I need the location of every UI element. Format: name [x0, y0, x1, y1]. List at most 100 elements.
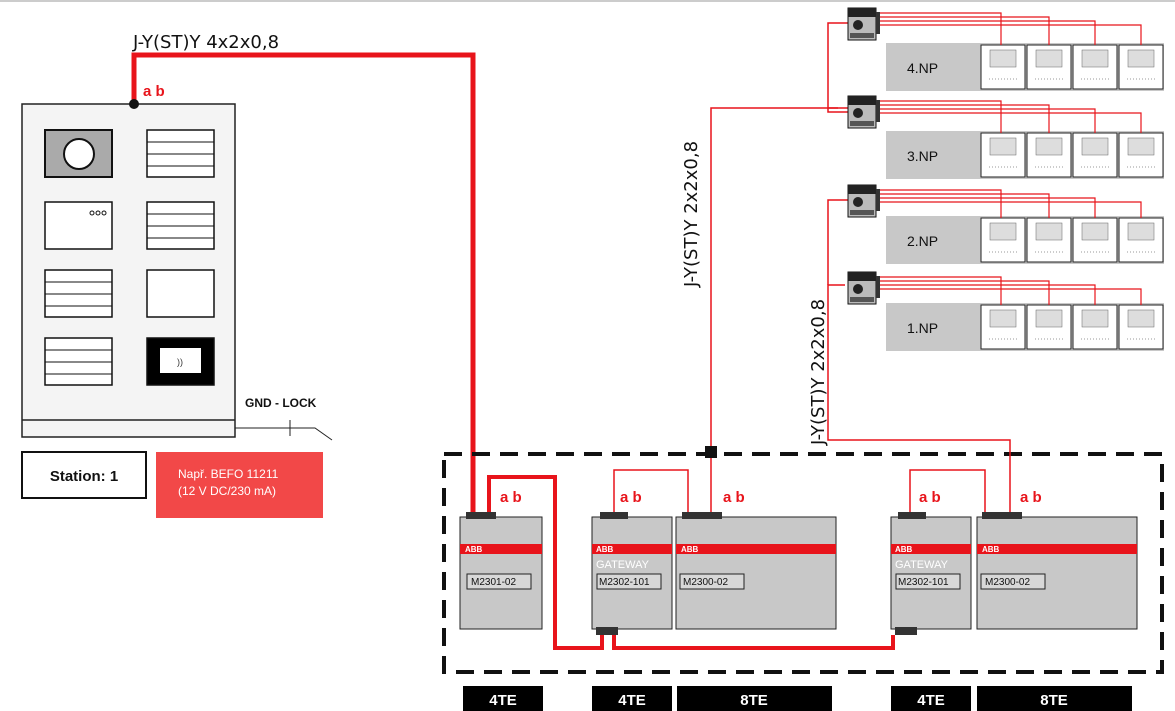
cable-label-riser-right: J-Y(ST)Y 2x2x0,8 — [808, 299, 829, 446]
monitor-wire — [876, 16, 1050, 45]
indoor-monitor — [1118, 304, 1164, 350]
monitor-wire — [876, 284, 1096, 305]
indoor-monitor — [980, 217, 1026, 263]
floor-label: 1.NP — [907, 320, 938, 336]
floor-distributor — [847, 271, 880, 305]
monitor-wire — [876, 12, 1002, 45]
psu-module-2: ABB M2300-02 — [976, 512, 1138, 630]
indoor-monitor — [980, 304, 1026, 350]
lock-label: GND - LOCK — [245, 396, 317, 410]
indoor-monitor — [1072, 304, 1118, 350]
button-module — [44, 337, 113, 386]
terminal-label: a b — [620, 489, 642, 506]
power-module: ABB M2301-02 — [459, 512, 543, 630]
station-box — [21, 451, 147, 499]
svg-text:M2300-02: M2300-02 — [985, 577, 1030, 588]
lock-wire — [235, 420, 333, 441]
monitor-wire — [876, 189, 1002, 218]
button-module — [146, 201, 215, 250]
terminal-label: a b — [500, 489, 522, 506]
monitor-wire — [876, 112, 1142, 133]
gateway-module-2: ABB GATEWAY M2302-101 — [890, 512, 972, 635]
terminal-label: a b — [143, 83, 165, 100]
svg-text:ABB: ABB — [895, 545, 913, 554]
svg-text:ABB: ABB — [596, 545, 614, 554]
floor-1: 4.NP — [847, 7, 1164, 91]
indoor-monitor — [1026, 217, 1072, 263]
floor-label: 2.NP — [907, 233, 938, 249]
riser-link — [827, 199, 848, 285]
monitor-wire — [876, 104, 1050, 133]
power-note-line2: (12 V DC/230 mA) — [178, 484, 276, 498]
indoor-monitor — [1118, 217, 1164, 263]
svg-text:M2300-02: M2300-02 — [683, 577, 728, 588]
monitor-wire — [876, 276, 1002, 305]
indoor-monitor — [1026, 132, 1072, 178]
svg-text:ABB: ABB — [681, 545, 699, 554]
terminal-label: a b — [723, 489, 745, 506]
monitor-wire — [876, 24, 1142, 45]
station-label: Station: 1 — [50, 468, 118, 485]
monitor-wire — [876, 100, 1002, 133]
floor-4: 1.NP — [847, 271, 1164, 351]
indoor-monitor — [1026, 44, 1072, 90]
svg-text:4TE: 4TE — [489, 692, 517, 709]
svg-text:M2301-02: M2301-02 — [471, 577, 516, 588]
floors: 4.NP 3.NP 2.NP 1.NP — [827, 7, 1164, 351]
floor-distributor — [847, 7, 880, 41]
riser-link — [827, 108, 848, 113]
indoor-monitor — [1072, 217, 1118, 263]
monitor-wire — [876, 197, 1096, 218]
button-module — [146, 129, 215, 178]
power-note-box — [156, 452, 323, 518]
psu-module-1: ABB M2300-02 — [675, 512, 837, 630]
monitor-wire — [876, 193, 1050, 218]
rfid-module: )) — [146, 337, 215, 386]
cable-label-riser-left: J-Y(ST)Y 2x2x0,8 — [681, 141, 702, 288]
terminal-label: a b — [1020, 489, 1042, 506]
svg-text:8TE: 8TE — [740, 692, 768, 709]
terminal-dot — [129, 99, 139, 109]
svg-text:GATEWAY: GATEWAY — [596, 559, 650, 571]
svg-text:4TE: 4TE — [618, 692, 646, 709]
svg-text:8TE: 8TE — [1040, 692, 1068, 709]
monitor-wire — [876, 20, 1096, 45]
monitor-wire — [876, 108, 1096, 133]
floor-distributor — [847, 184, 880, 218]
floor-2: 3.NP — [847, 95, 1164, 179]
indoor-monitor — [1072, 132, 1118, 178]
indoor-monitor — [1026, 304, 1072, 350]
junction-box — [705, 446, 717, 458]
power-note-line1: Např. BEFO 11211 — [178, 467, 279, 481]
floor-3: 2.NP — [847, 184, 1164, 264]
riser-link — [827, 22, 848, 109]
monitor-wire — [876, 288, 1142, 305]
monitor-wire — [876, 201, 1142, 218]
rfid-icon: )) — [177, 357, 183, 367]
indoor-monitor — [1072, 44, 1118, 90]
outdoor-station: )) — [21, 103, 236, 438]
floor-label: 4.NP — [907, 60, 938, 76]
svg-text:ABB: ABB — [465, 545, 483, 554]
indoor-monitor — [980, 44, 1026, 90]
terminal-label: a b — [919, 489, 941, 506]
indoor-monitor — [1118, 44, 1164, 90]
svg-text:ABB: ABB — [982, 545, 1000, 554]
svg-text:GATEWAY: GATEWAY — [895, 559, 949, 571]
floor-label: 3.NP — [907, 148, 938, 164]
svg-text:M2302-101: M2302-101 — [898, 577, 949, 588]
indoor-monitor — [1118, 132, 1164, 178]
svg-text:4TE: 4TE — [917, 692, 945, 709]
monitor-wire — [876, 280, 1050, 305]
button-module — [44, 269, 113, 318]
cabinet-border — [442, 452, 1164, 674]
camera-icon — [63, 138, 95, 170]
width-labels: 4TE 4TE 8TE 4TE 8TE — [463, 686, 1132, 711]
main-cable — [131, 52, 476, 515]
indoor-monitor — [980, 132, 1026, 178]
cable-label-main: J-Y(ST)Y 4x2x0,8 — [132, 32, 279, 53]
floor-distributor — [847, 95, 880, 129]
bus-wires — [487, 107, 1011, 650]
gateway-module-1: ABB GATEWAY M2302-101 — [591, 512, 673, 635]
